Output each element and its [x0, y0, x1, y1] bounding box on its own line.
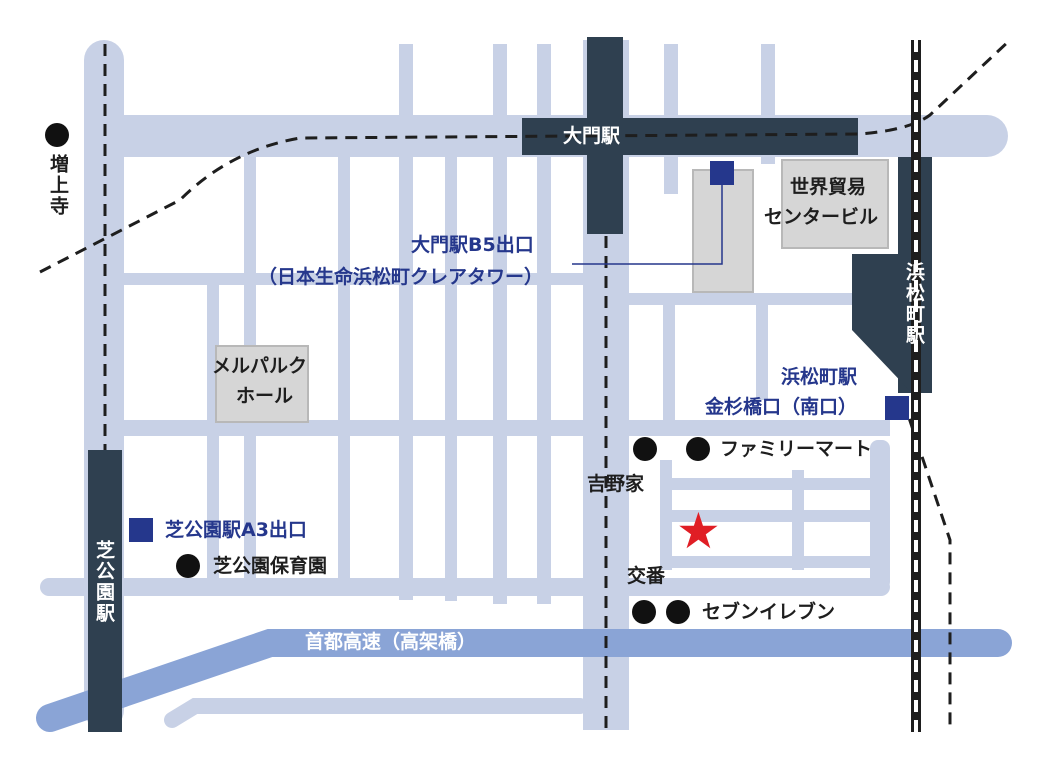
street	[756, 300, 768, 400]
jr-railway	[911, 40, 921, 732]
street	[537, 44, 551, 604]
street	[120, 420, 890, 436]
familymart-label: ファミリーマート	[720, 438, 873, 460]
exit-square-icon	[129, 518, 153, 542]
shibakoen-station	[88, 450, 122, 732]
b5-exit-leader	[572, 185, 723, 265]
hamamatsucho-exit-label-line2: 金杉橋口（南口）	[705, 396, 858, 418]
koban-label: 交番	[627, 565, 666, 587]
mielparque-label-line1: メルパルク	[212, 355, 308, 377]
expressway	[36, 629, 1012, 732]
daimon-station-label: 大門駅	[563, 125, 621, 147]
buildings	[215, 159, 889, 423]
street	[670, 556, 880, 568]
street	[120, 273, 590, 285]
hamamatsucho-exit-label-line1: 浜松町駅	[781, 366, 858, 388]
landmark-dot-icon	[45, 123, 69, 147]
landmark-dot-icon	[633, 437, 657, 461]
landmark-dot-icon	[632, 600, 656, 624]
ramp-road	[164, 698, 588, 728]
street	[670, 478, 880, 490]
street	[445, 157, 457, 601]
landmark-dot-icon	[666, 600, 690, 624]
seven-eleven-label: セブンイレブン	[702, 601, 836, 623]
world-trade-center-label-line2: センタービル	[764, 206, 879, 228]
monorail-line	[901, 399, 952, 730]
exit-square-icon	[710, 161, 734, 185]
nissei-creare-tower-building	[692, 169, 754, 293]
nursery-label: 芝公園保育園	[213, 555, 328, 577]
street	[670, 510, 880, 522]
world-trade-center-label-line1: 世界貿易	[790, 176, 867, 198]
landmark-dot-icon	[686, 437, 710, 461]
shibakoen-a3-exit-label: 芝公園駅A3出口	[165, 519, 307, 541]
mielparque-label-line2: ホール	[236, 385, 294, 407]
street	[628, 293, 854, 305]
mielparque-hall-building	[215, 345, 309, 423]
street	[40, 578, 890, 596]
star-icon: ★	[676, 502, 721, 560]
street	[399, 44, 413, 600]
daimon-b5-exit-note: （日本生命浜松町クレアタワー）	[258, 266, 544, 288]
hamamatsucho-station-building	[852, 254, 932, 393]
zojoji-label: 増上寺	[47, 154, 69, 217]
street	[493, 44, 507, 604]
street	[660, 460, 672, 570]
expressway-line	[36, 629, 1012, 732]
exit-leader-lines	[572, 185, 723, 265]
expressway-label: 首都高速（高架橋）	[305, 631, 477, 653]
street	[663, 300, 675, 420]
yoshinoya-label: 吉野家	[587, 473, 645, 495]
hamamatsucho-station-label: 浜松町駅	[903, 262, 925, 346]
landmark-dot-icon	[176, 554, 200, 578]
exit-square-icon	[885, 396, 909, 420]
street	[338, 157, 350, 591]
shibakoen-station-label: 芝公園駅	[93, 540, 115, 624]
daimon-b5-exit-label: 大門駅B5出口	[411, 234, 534, 256]
world-trade-center-building	[781, 159, 889, 249]
